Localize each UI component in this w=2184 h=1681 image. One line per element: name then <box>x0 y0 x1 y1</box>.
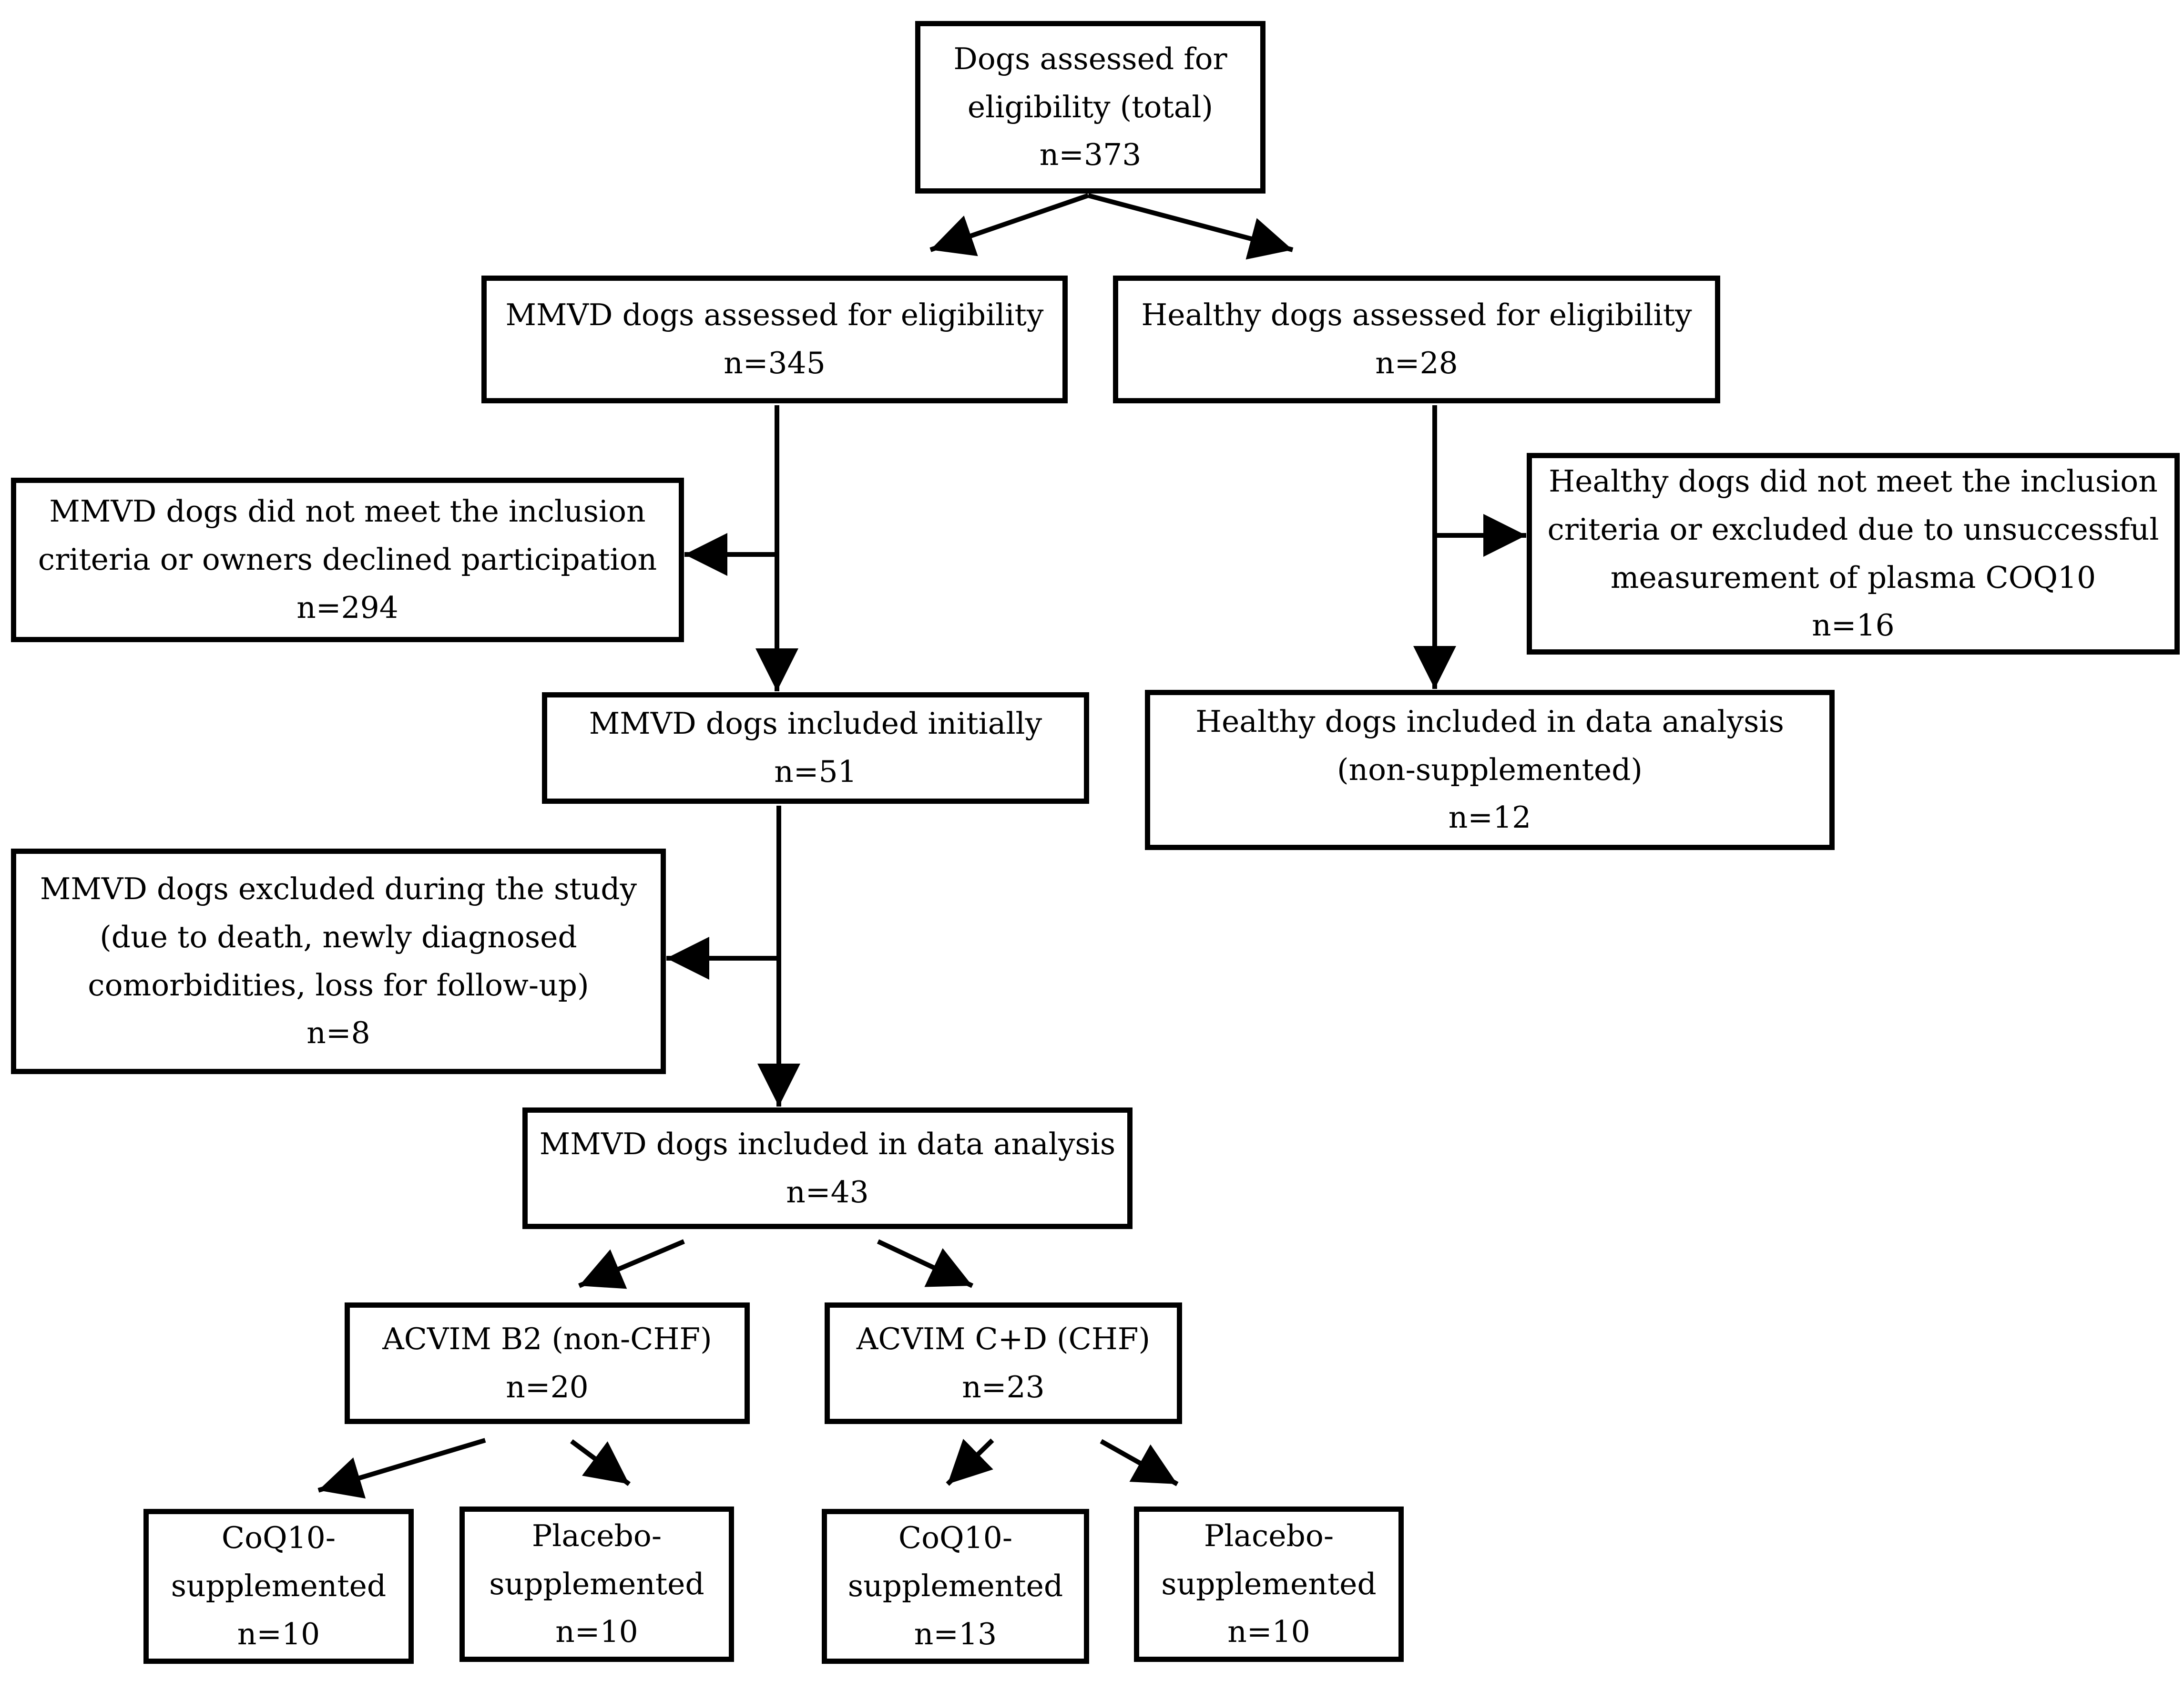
box-mmvd-included-initially: MMVD dogs included initially n=51 <box>542 692 1089 804</box>
box-healthy-assessed: Healthy dogs assessed for eligibility n=… <box>1113 276 1720 403</box>
box-cd-placebo-label: Placebo- supplemented <box>1161 1518 1377 1601</box>
arrow-total-to-healthy-assessed <box>1087 193 1294 260</box>
box-mmvd-excluded-initial-label: MMVD dogs did not meet the inclusion cri… <box>38 494 657 577</box>
box-b2-coq10-label: CoQ10- supplemented <box>171 1520 387 1604</box>
box-acvim-b2-label: ACVIM B2 (non-CHF) <box>382 1321 712 1356</box>
box-acvim-b2: ACVIM B2 (non-CHF) n=20 <box>345 1302 750 1424</box>
box-acvim-cd-n: n=23 <box>962 1369 1045 1404</box>
box-mmvd-excluded-study: MMVD dogs excluded during the study (due… <box>11 849 666 1074</box>
box-cd-coq10-label: CoQ10- supplemented <box>847 1520 1063 1604</box>
box-healthy-excluded-label: Healthy dogs did not meet the inclusion … <box>1547 463 2159 595</box>
box-total-assessed-n: n=373 <box>1039 137 1142 173</box>
box-mmvd-excluded-study-label: MMVD dogs excluded during the study (due… <box>40 871 637 1003</box>
box-cd-coq10-n: n=13 <box>914 1616 997 1651</box>
box-mmvd-assessed-n: n=345 <box>724 346 826 380</box>
box-acvim-b2-n: n=20 <box>506 1369 589 1404</box>
box-total-assessed-label: Dogs assessed for eligibility (total) <box>953 41 1227 124</box>
arrow-b2-to-placebo <box>570 1439 631 1486</box>
box-healthy-assessed-n: n=28 <box>1375 346 1458 380</box>
arrow-analysis-to-acvim-cd <box>877 1239 974 1288</box>
box-acvim-cd-label: ACVIM C+D (CHF) <box>856 1321 1151 1356</box>
box-acvim-cd: ACVIM C+D (CHF) n=23 <box>825 1302 1182 1424</box>
box-b2-coq10: CoQ10- supplemented n=10 <box>143 1509 414 1664</box>
box-healthy-included: Healthy dogs included in data analysis (… <box>1145 690 1835 850</box>
box-mmvd-analysis-label: MMVD dogs included in data analysis <box>539 1126 1116 1161</box>
box-cd-placebo-n: n=10 <box>1227 1614 1310 1650</box>
box-cd-coq10: CoQ10- supplemented n=13 <box>822 1509 1089 1664</box>
box-healthy-excluded-n: n=16 <box>1812 608 1895 643</box>
box-mmvd-assessed-label: MMVD dogs assessed for eligibility <box>505 297 1044 333</box>
arrow-b2-to-coq10 <box>317 1438 486 1499</box>
box-b2-placebo: Placebo- supplemented n=10 <box>459 1507 734 1662</box>
box-mmvd-excluded-initial: MMVD dogs did not meet the inclusion cri… <box>11 478 684 642</box>
box-healthy-included-label: Healthy dogs included in data analysis (… <box>1195 704 1784 787</box>
box-healthy-included-n: n=12 <box>1448 800 1531 835</box>
box-b2-placebo-label: Placebo- supplemented <box>489 1518 704 1601</box>
box-mmvd-analysis-n: n=43 <box>786 1174 869 1210</box>
box-mmvd-excluded-study-n: n=8 <box>306 1015 370 1051</box>
box-b2-coq10-n: n=10 <box>237 1616 320 1651</box>
arrow-cd-to-placebo <box>1100 1439 1179 1486</box>
arrow-analysis-to-acvim-b2 <box>578 1239 685 1289</box>
arrow-total-to-mmvd-assessed <box>929 193 1089 256</box>
box-total-assessed: Dogs assessed for eligibility (total) n=… <box>915 21 1265 194</box>
box-mmvd-included-initially-n: n=51 <box>774 754 857 789</box>
box-cd-placebo: Placebo- supplemented n=10 <box>1134 1507 1404 1662</box>
box-healthy-assessed-label: Healthy dogs assessed for eligibility <box>1141 297 1692 333</box>
box-mmvd-excluded-initial-n: n=294 <box>296 590 398 625</box>
box-mmvd-included-initially-label: MMVD dogs included initially <box>589 706 1042 741</box>
box-b2-placebo-n: n=10 <box>555 1614 638 1650</box>
box-mmvd-assessed: MMVD dogs assessed for eligibility n=345 <box>481 276 1068 403</box>
arrow-cd-to-coq10 <box>946 1438 994 1486</box>
box-mmvd-analysis: MMVD dogs included in data analysis n=43 <box>522 1107 1133 1229</box>
box-healthy-excluded: Healthy dogs did not meet the inclusion … <box>1527 453 2180 655</box>
